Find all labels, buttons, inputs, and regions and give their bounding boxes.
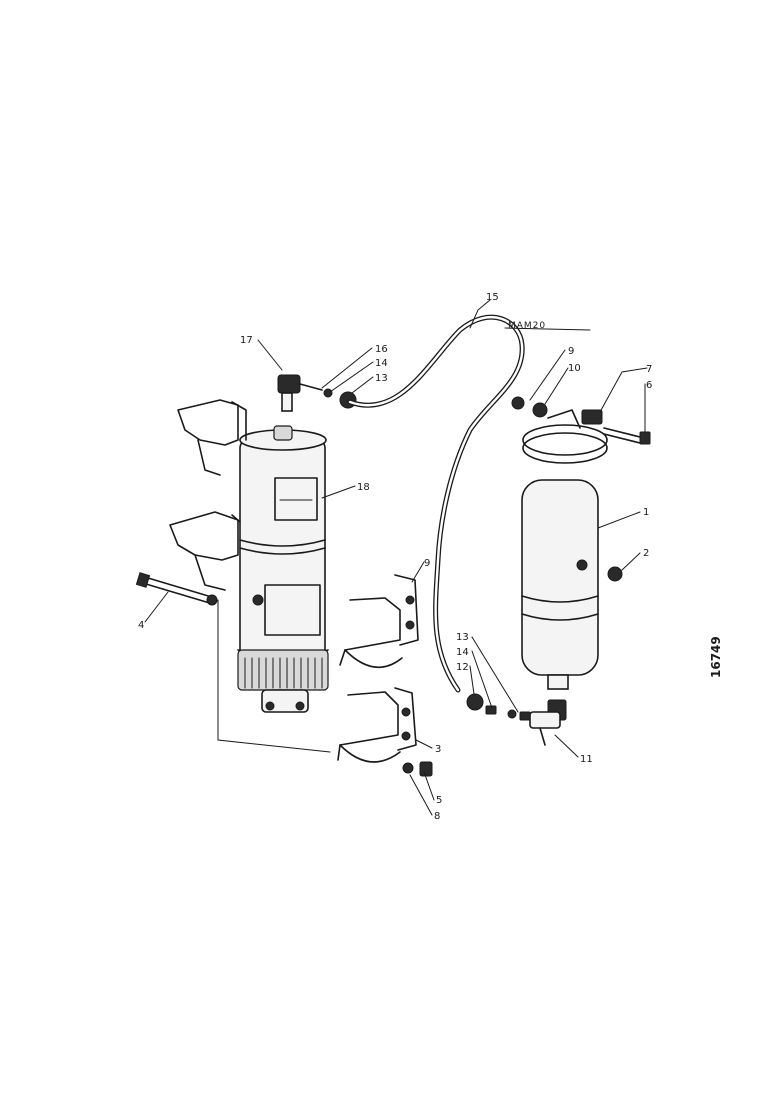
leader-5 bbox=[423, 771, 435, 801]
left-assembly-leader bbox=[217, 599, 331, 753]
callout-2: 2 bbox=[643, 548, 649, 559]
leader-10 bbox=[544, 367, 569, 405]
lock-washer-8 bbox=[402, 762, 414, 774]
callout-13-bottom: 13 bbox=[456, 632, 469, 643]
left-elbow-fitting bbox=[277, 374, 357, 412]
callout-15: 15 bbox=[486, 292, 499, 303]
callout-4: 4 bbox=[138, 620, 144, 631]
callout-9-bracket: 9 bbox=[424, 558, 430, 569]
drawing-number: 16749 bbox=[709, 636, 723, 678]
callout-14-top: 14 bbox=[375, 358, 388, 369]
leader-9-top bbox=[529, 349, 566, 401]
callout-1: 1 bbox=[643, 507, 649, 518]
callout-5: 5 bbox=[436, 795, 442, 806]
leader-2 bbox=[621, 552, 641, 571]
leader-17 bbox=[257, 339, 283, 371]
left-bolt bbox=[135, 572, 218, 606]
leader-13-top bbox=[351, 376, 374, 394]
nut-2 bbox=[607, 566, 623, 582]
center-bracket-lower bbox=[337, 687, 417, 763]
left-upper-bracket bbox=[177, 399, 247, 476]
left-cylinder bbox=[237, 425, 329, 713]
right-clamp-strap bbox=[522, 409, 608, 464]
nut-9 bbox=[511, 396, 525, 410]
hose-bottom-fittings bbox=[466, 693, 531, 721]
right-elbow-fitting bbox=[529, 699, 567, 746]
leader-14-bottom bbox=[471, 650, 493, 709]
connecting-hose bbox=[347, 314, 525, 693]
callout-9-top: 9 bbox=[568, 346, 574, 357]
center-bracket-upper bbox=[339, 574, 419, 669]
callout-12: 12 bbox=[456, 662, 469, 673]
callout-11: 11 bbox=[580, 754, 593, 765]
callout-14-bottom: 14 bbox=[456, 647, 469, 658]
leader-3 bbox=[415, 739, 433, 749]
leader-16 bbox=[321, 347, 373, 389]
callout-8: 8 bbox=[434, 811, 440, 822]
leader-18 bbox=[321, 485, 356, 499]
washer-10 bbox=[532, 402, 548, 418]
left-lower-bracket bbox=[169, 511, 241, 591]
callout-17: 17 bbox=[240, 335, 253, 346]
callout-13-top: 13 bbox=[375, 373, 388, 384]
callout-3: 3 bbox=[435, 744, 441, 755]
callout-18: 18 bbox=[357, 482, 370, 493]
leader-13-bottom bbox=[471, 636, 519, 713]
callout-10: 10 bbox=[568, 363, 581, 374]
leader-8 bbox=[409, 774, 433, 816]
leader-12 bbox=[469, 665, 475, 695]
callout-16: 16 bbox=[375, 344, 388, 355]
right-cylinder bbox=[521, 479, 599, 690]
leader-15 bbox=[469, 299, 491, 329]
callout-6: 6 bbox=[646, 380, 652, 391]
leader-1 bbox=[597, 511, 641, 529]
right-clamp-bolt bbox=[603, 427, 651, 445]
leader-7 bbox=[599, 367, 648, 413]
leader-14-top bbox=[329, 361, 374, 393]
leader-4 bbox=[144, 591, 169, 623]
callout-7: 7 bbox=[646, 364, 652, 375]
leader-hose-spec bbox=[504, 327, 591, 331]
leader-9-bracket bbox=[411, 561, 425, 583]
leader-11 bbox=[554, 734, 579, 758]
hose-spec-label: MAM20 bbox=[508, 321, 546, 331]
nut-5 bbox=[419, 761, 433, 777]
